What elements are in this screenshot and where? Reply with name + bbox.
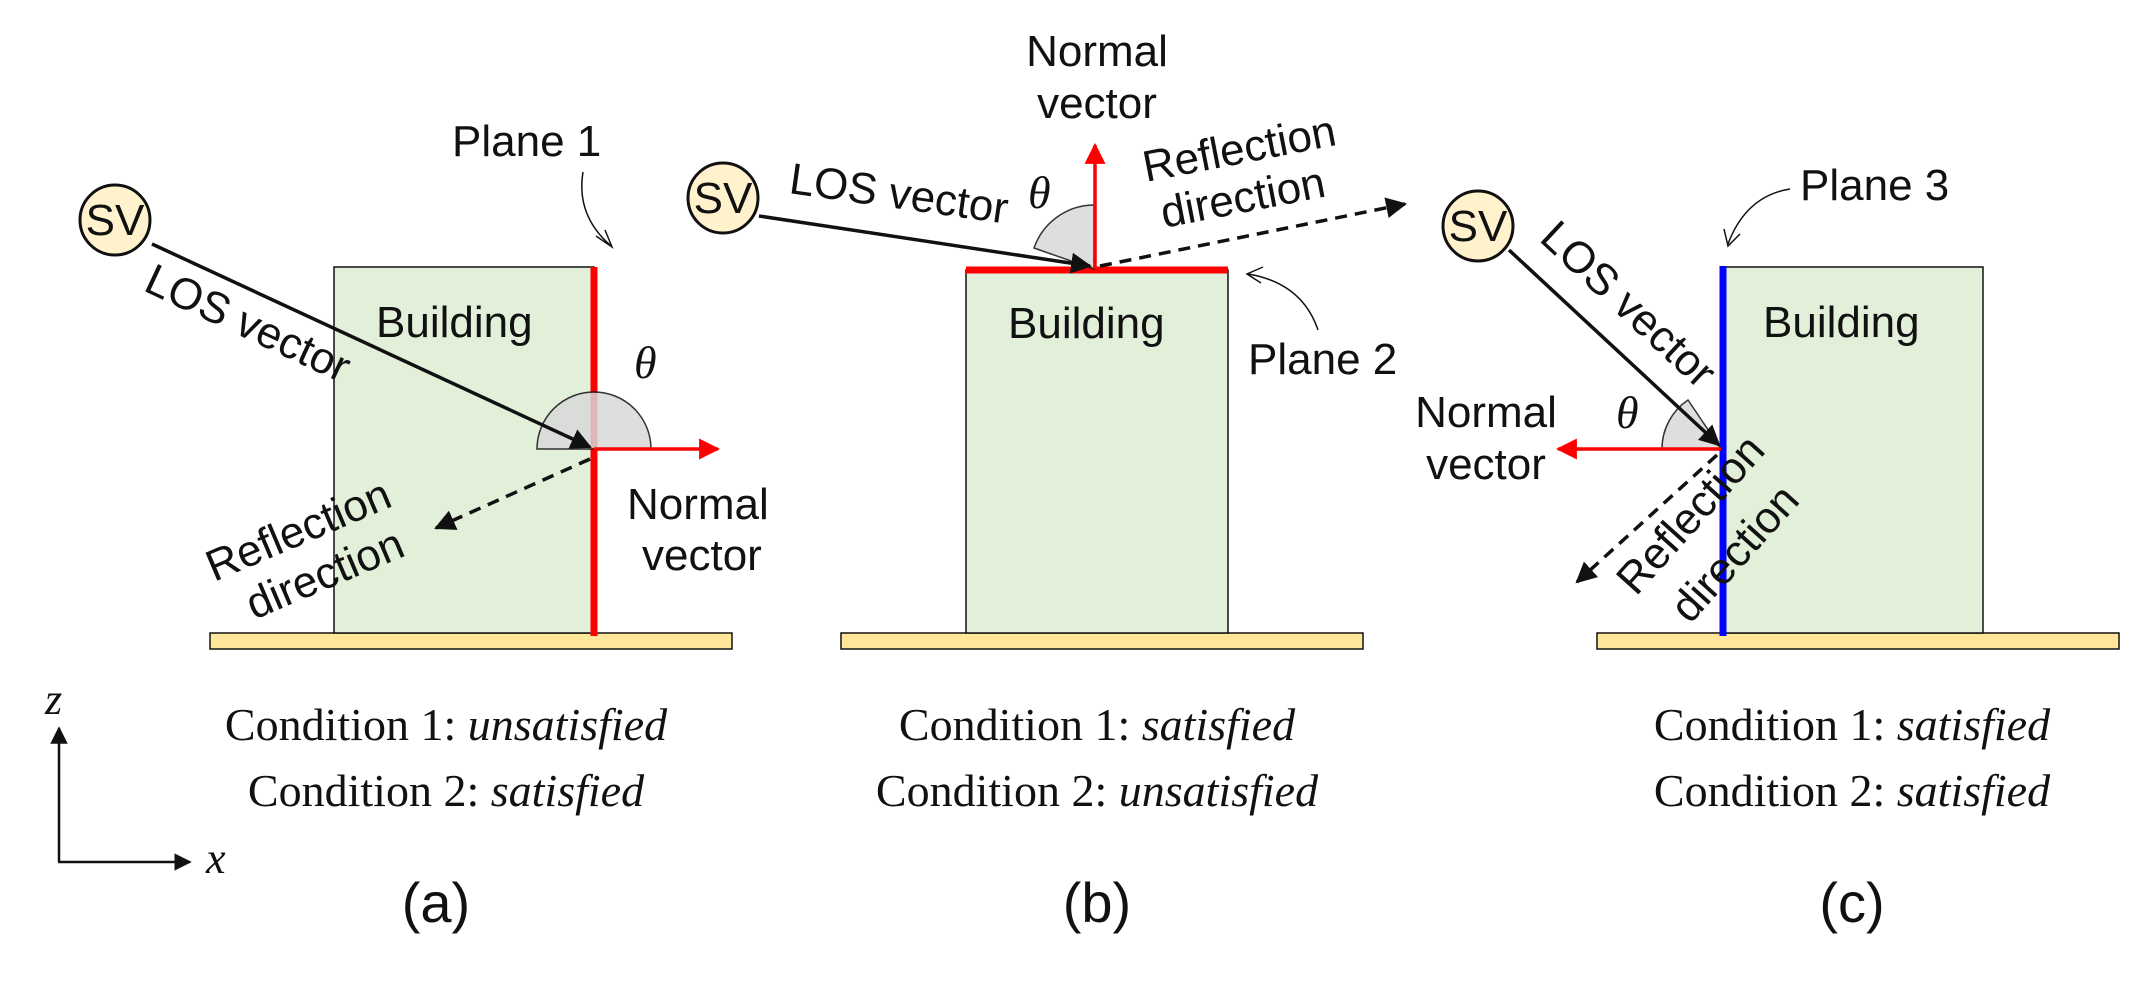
sv-label: SV [86, 196, 145, 245]
reflection-arrow [1099, 197, 1408, 268]
axes-indicator: z x [44, 675, 226, 883]
condition-1: Condition 1: satisfied [1654, 699, 2051, 750]
normal-label-line1: Normal [627, 480, 769, 529]
plane-label: Plane 2 [1248, 335, 1397, 384]
los-label: LOS vector [1531, 211, 1725, 397]
plane-label: Plane 3 [1800, 161, 1949, 210]
building-label: Building [1763, 298, 1920, 347]
panel-caption: (a) [402, 871, 470, 934]
condition-2: Condition 2: unsatisfied [876, 765, 1319, 816]
building [965, 269, 1229, 634]
sv-label: SV [1449, 202, 1508, 251]
plane-label: Plane 1 [452, 117, 601, 166]
los-vector [151, 242, 592, 449]
los-label: LOS vector [787, 154, 1012, 233]
ground [840, 632, 1364, 650]
plane-pointer [581, 171, 611, 246]
sv-circle [78, 183, 152, 257]
z-axis-label: z [44, 675, 62, 724]
theta-label: θ [634, 337, 657, 388]
los-vector [1507, 248, 1721, 447]
sv-circle [686, 161, 760, 235]
panel-c: Building θ SV LOS vector Normal vector R… [1415, 161, 2120, 934]
theta-arc [1661, 398, 1723, 450]
los-vector [758, 214, 1093, 274]
panel-b: Building θ SV LOS vector Normal vector R… [686, 27, 1408, 934]
plane-pointer [1247, 273, 1319, 331]
sv-circle [1441, 189, 1515, 263]
condition-2: Condition 2: satisfied [1654, 765, 2051, 816]
condition-1: Condition 1: satisfied [899, 699, 1296, 750]
normal-label-line2: vector [642, 531, 762, 580]
sv-label: SV [694, 174, 753, 223]
condition-2: Condition 2: satisfied [248, 765, 645, 816]
panel-caption: (b) [1063, 871, 1131, 934]
theta-label: θ [1028, 167, 1051, 218]
normal-label-line2: vector [1037, 79, 1157, 128]
ground [209, 632, 733, 650]
normal-label-line1: Normal [1415, 388, 1557, 437]
panel-caption: (c) [1819, 871, 1884, 934]
building-label: Building [1008, 299, 1165, 348]
reflection-arrow [1575, 453, 1719, 584]
x-axis-label: x [205, 834, 226, 883]
theta-label: θ [1616, 387, 1639, 438]
normal-label-line1: Normal [1026, 27, 1168, 76]
plane-pointer [1727, 188, 1791, 245]
normal-label-line2: vector [1426, 440, 1546, 489]
building [333, 266, 595, 634]
building [1722, 266, 1984, 634]
ground [1596, 632, 2120, 650]
condition-1: Condition 1: unsatisfied [225, 699, 668, 750]
reflection-arrow [434, 457, 591, 530]
building-label: Building [376, 298, 533, 347]
panel-a: Building θ SV LOS vector Normal vector R… [78, 117, 769, 934]
